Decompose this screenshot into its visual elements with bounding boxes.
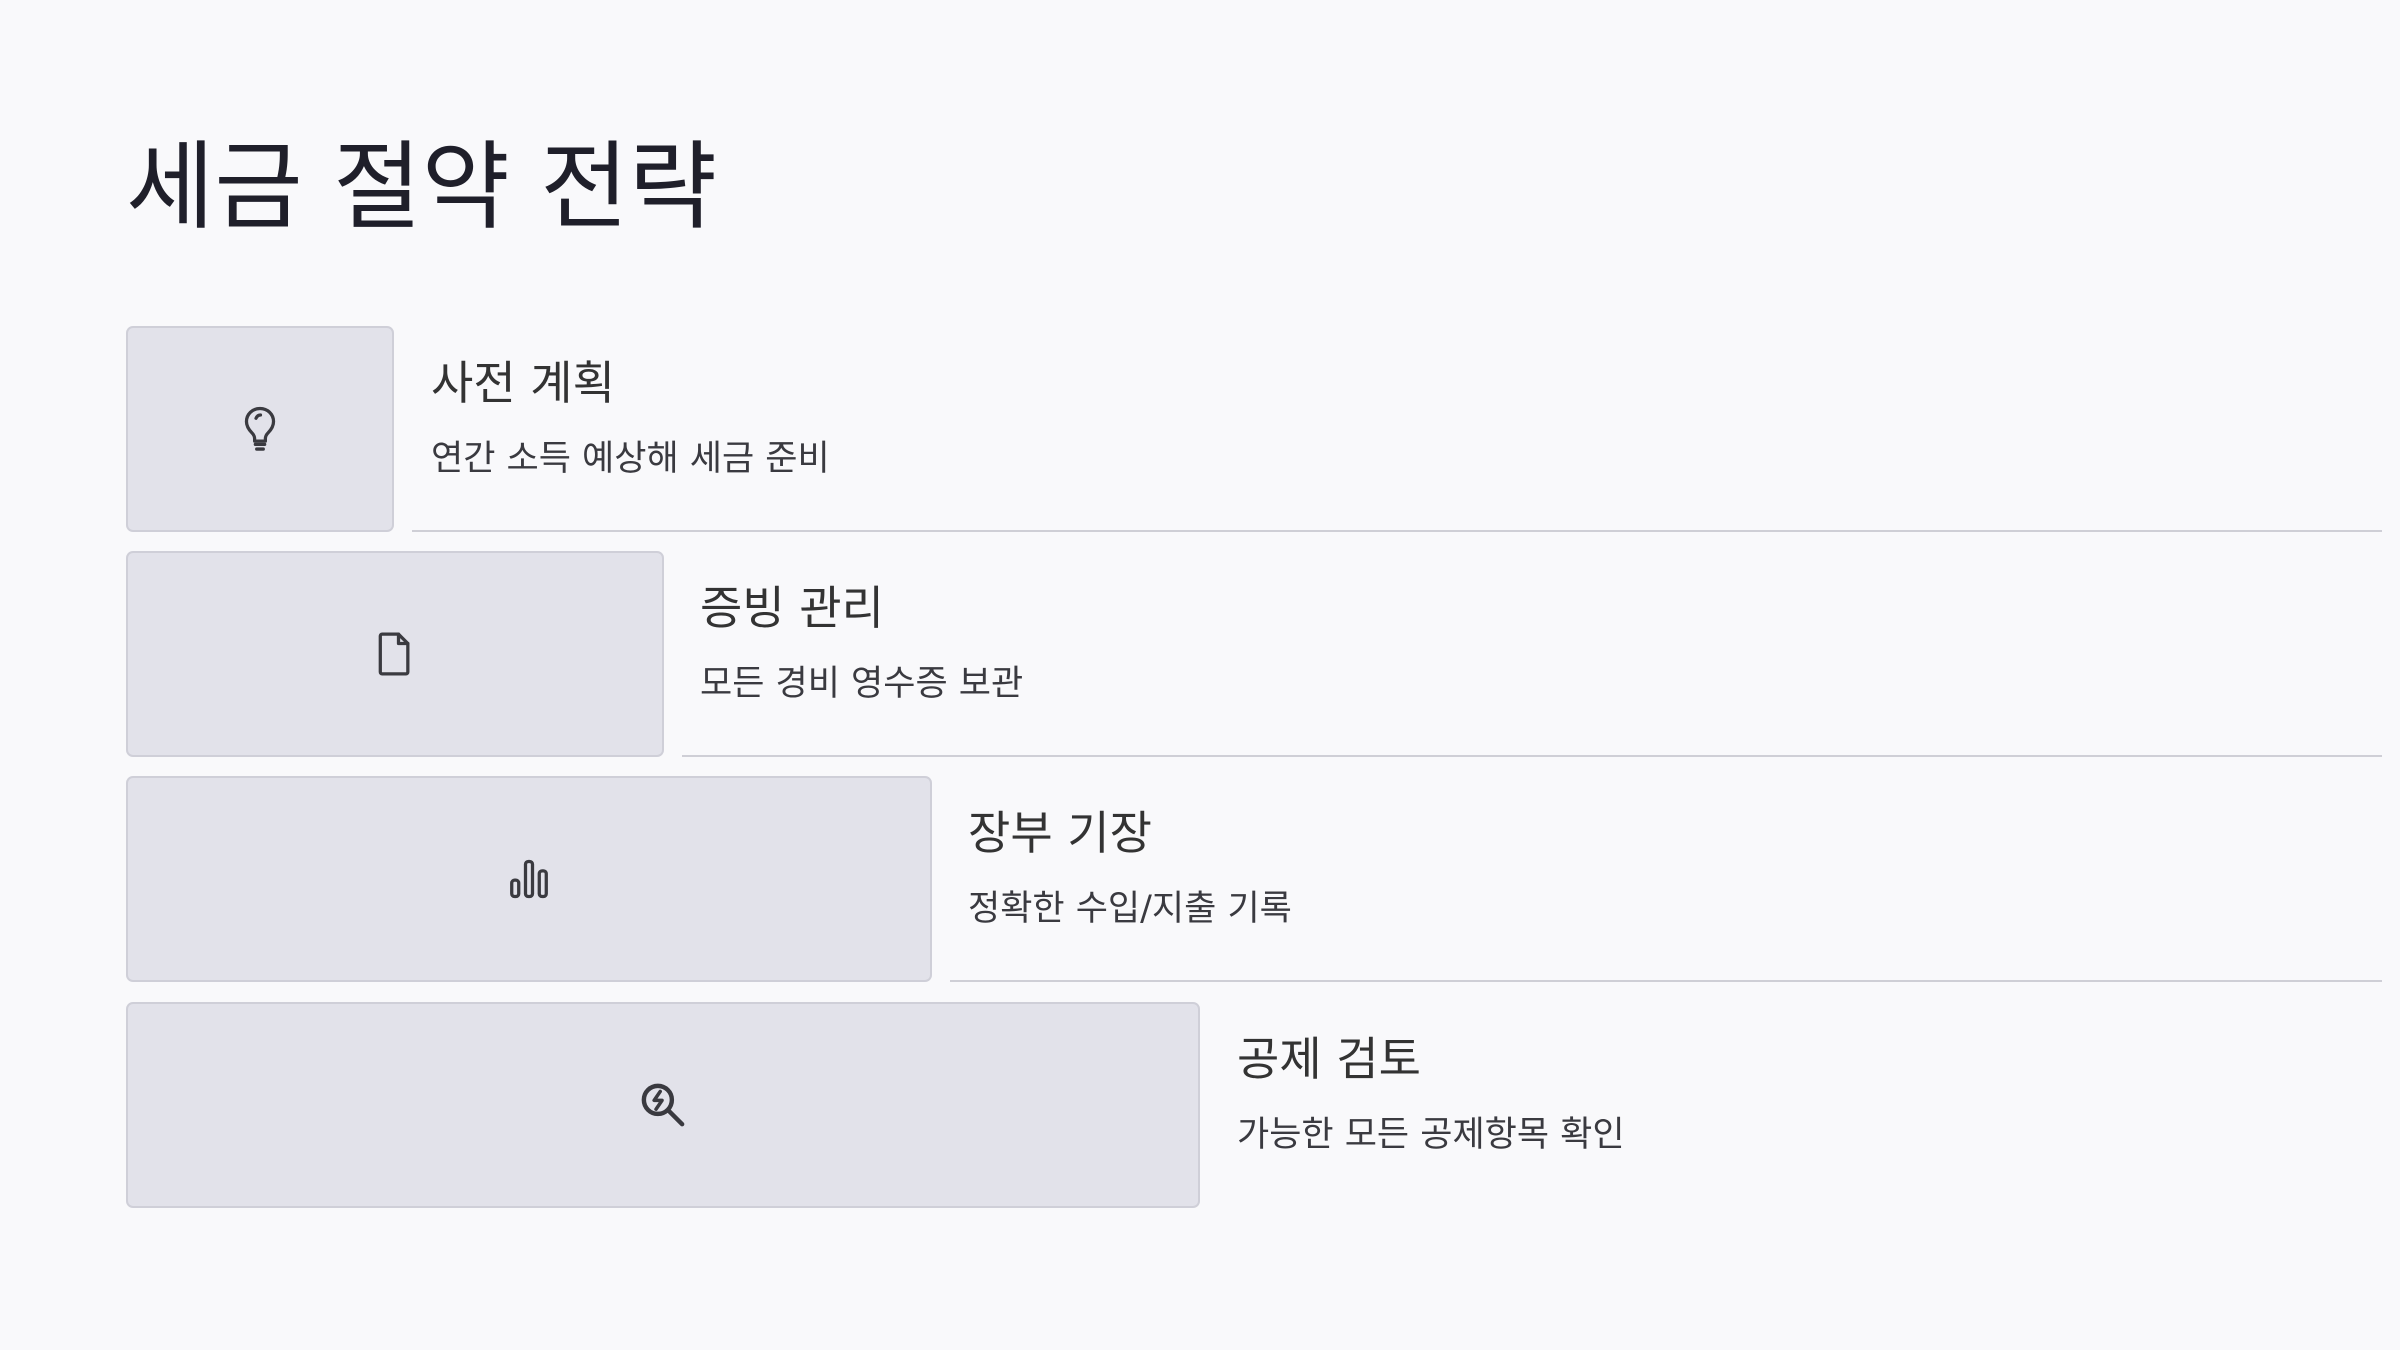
step-description: 모든 경비 영수증 보관 <box>700 664 1024 704</box>
lightbulb-icon <box>244 406 276 451</box>
bar-chart-icon <box>510 859 548 899</box>
divider <box>682 755 2382 757</box>
step-description: 연간 소득 예상해 세금 준비 <box>431 439 830 479</box>
step-heading: 증빙 관리 <box>700 581 884 635</box>
step-heading: 장부 기장 <box>968 806 1152 860</box>
step-heading: 사전 계획 <box>431 356 615 410</box>
document-icon <box>378 632 410 676</box>
step-description: 정확한 수입/지출 기록 <box>968 889 1292 929</box>
step-icon-box <box>126 1002 1200 1208</box>
step-heading: 공제 검토 <box>1237 1032 1421 1086</box>
step-description: 가능한 모든 공제항목 확인 <box>1237 1115 1625 1155</box>
page-title: 세금 절약 전략 <box>126 131 717 243</box>
divider <box>950 980 2382 982</box>
step-icon-box <box>126 326 394 532</box>
divider <box>412 530 2382 532</box>
search-lightning-icon <box>641 1083 685 1127</box>
step-icon-box <box>126 551 664 757</box>
step-icon-box <box>126 776 932 982</box>
